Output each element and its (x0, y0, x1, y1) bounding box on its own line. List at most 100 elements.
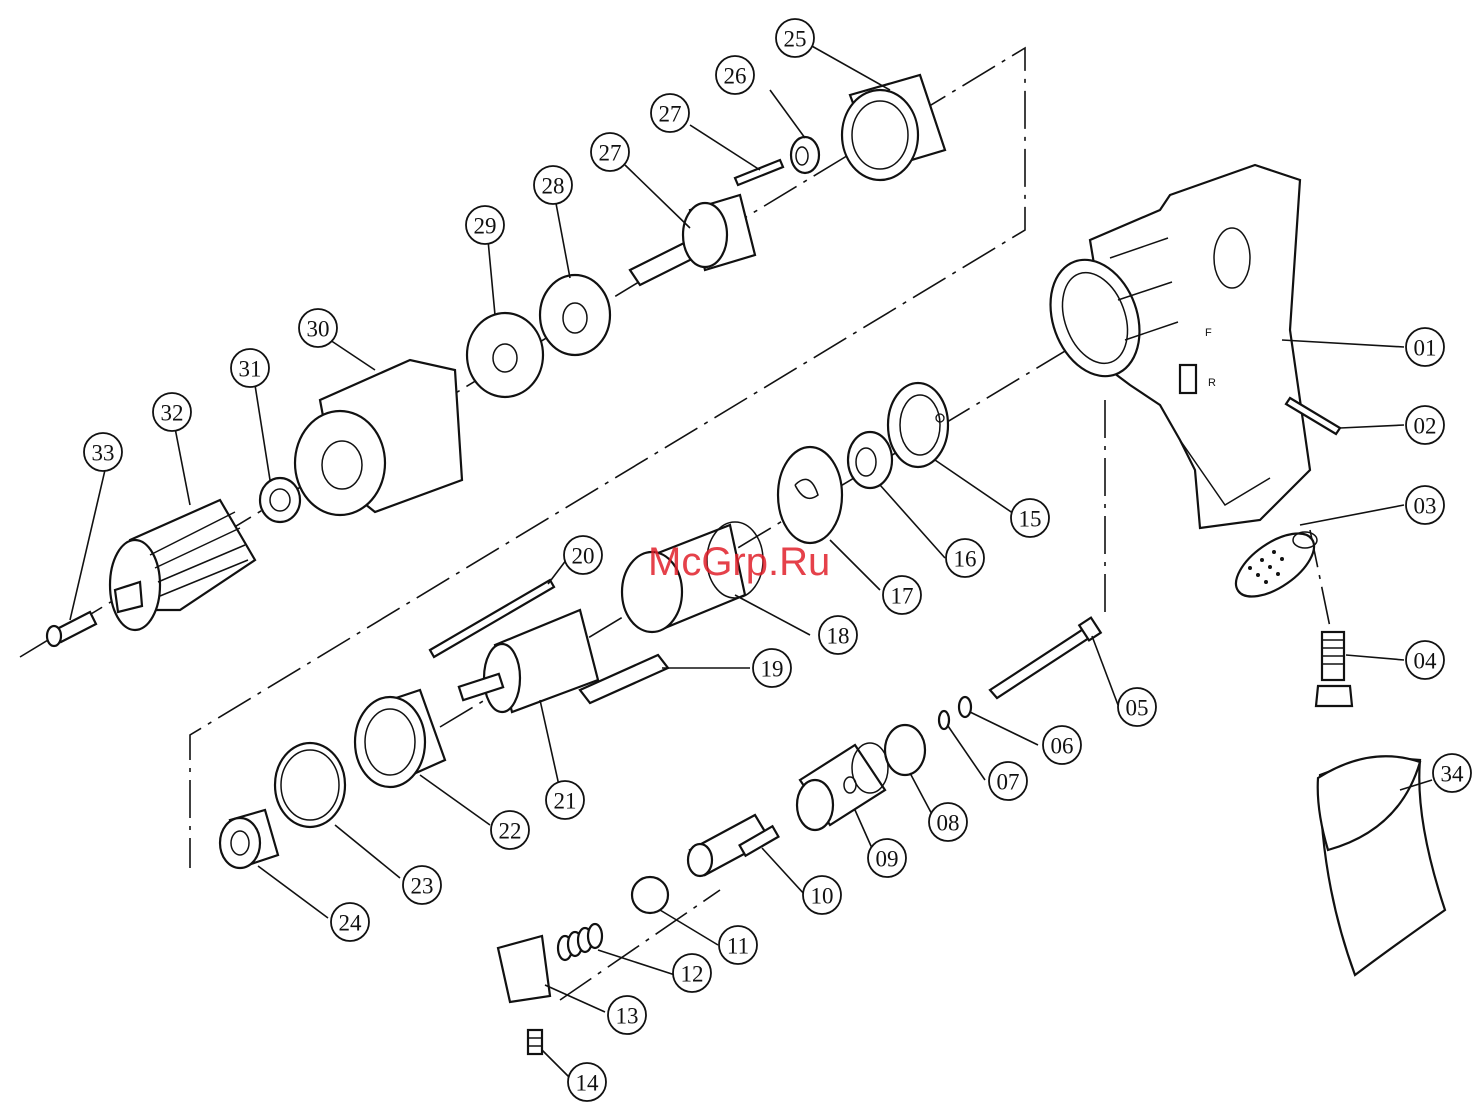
washer-31-part (260, 478, 300, 522)
callout-34: 34 (1433, 754, 1471, 792)
callout-26: 26 (716, 56, 754, 94)
exhaust-deflector-part (1226, 521, 1325, 609)
callout-number: 31 (239, 357, 262, 382)
callout-number: 26 (724, 64, 747, 89)
callout-13: 13 (608, 996, 646, 1034)
bearing-24-part (220, 810, 278, 868)
pin-27-part (735, 160, 783, 185)
callout-number: 28 (542, 174, 565, 199)
callout-number: 16 (954, 547, 977, 572)
callout-31: 31 (231, 349, 269, 387)
callout-01: 01 (1406, 328, 1444, 366)
callout-number: 23 (411, 874, 434, 899)
callout-number: 10 (811, 884, 834, 909)
reverse-bushing-part (797, 743, 888, 830)
callout-12: 12 (673, 954, 711, 992)
callout-number: 22 (499, 819, 522, 844)
callout-number: 14 (576, 1071, 600, 1096)
callout-number: 08 (937, 811, 960, 836)
spindle-27-part (630, 195, 755, 285)
callout-03: 03 (1406, 486, 1444, 524)
reverse-valve-part (688, 815, 778, 876)
callout-05: 05 (1118, 688, 1156, 726)
callout-24: 24 (331, 903, 369, 941)
callout-29: 29 (466, 206, 504, 244)
callout-25: 25 (776, 19, 814, 57)
callout-10: 10 (803, 876, 841, 914)
o-ring-07-part (939, 711, 949, 729)
trigger-pin-part (528, 1030, 542, 1054)
callout-14: 14 (568, 1063, 606, 1101)
callout-15: 15 (1011, 499, 1049, 537)
callout-08: 08 (929, 803, 967, 841)
callout-09: 09 (868, 839, 906, 877)
planet-gear-26-part (791, 137, 819, 173)
gasket-23-part (275, 743, 345, 827)
reverse-mark: R (1208, 377, 1216, 389)
trigger-part (498, 936, 550, 1002)
valve-stem-part (990, 618, 1101, 698)
callout-number: 24 (339, 911, 363, 936)
o-ring-06-part (959, 697, 971, 717)
washer-29-part (467, 313, 543, 397)
callout-23: 23 (403, 866, 441, 904)
callout-02: 02 (1406, 406, 1444, 444)
callout-22: 22 (491, 811, 529, 849)
spring-12-part (558, 924, 602, 960)
callout-28: 28 (534, 166, 572, 204)
forward-mark: F (1205, 327, 1212, 339)
callout-17: 17 (883, 576, 921, 614)
callout-number: 29 (474, 214, 497, 239)
bearing-16-part (848, 432, 892, 488)
callout-number: 33 (92, 441, 115, 466)
callout-07: 07 (989, 762, 1027, 800)
callout-30: 30 (299, 309, 337, 347)
callout-number: 34 (1441, 762, 1465, 787)
seal-disc-08-part (885, 725, 925, 775)
callout-33: 33 (84, 433, 122, 471)
callout-number: 06 (1051, 734, 1074, 759)
callout-number: 21 (554, 789, 577, 814)
housing-part: F R (1035, 165, 1310, 528)
callout-number: 20 (572, 544, 595, 569)
callout-16: 16 (946, 539, 984, 577)
callout-number: 09 (876, 847, 899, 872)
rear-plate-17-part (778, 447, 842, 543)
callout-number: 13 (616, 1004, 639, 1029)
callout-27a: 27 (651, 94, 689, 132)
watermark-text: McGrp.Ru (648, 540, 830, 584)
callout-11: 11 (719, 926, 757, 964)
callout-number: 19 (761, 657, 784, 682)
callout-number: 01 (1414, 336, 1437, 361)
air-inlet-fitting-part (1316, 632, 1352, 706)
callout-number: 27 (599, 141, 622, 166)
nose-housing-30-part (295, 360, 462, 515)
callout-32: 32 (153, 393, 191, 431)
callout-number: 30 (307, 317, 330, 342)
callout-19: 19 (753, 649, 791, 687)
ring-gear-25-part (842, 75, 945, 180)
callout-number: 11 (727, 934, 749, 959)
callout-number: 25 (784, 27, 807, 52)
callout-number: 15 (1019, 507, 1042, 532)
callout-27b: 27 (591, 133, 629, 171)
callout-number: 05 (1126, 696, 1149, 721)
callout-06: 06 (1043, 726, 1081, 764)
chuck-screw-part (47, 612, 96, 646)
callout-number: 12 (681, 962, 704, 987)
callout-number: 27 (659, 102, 682, 127)
bearing-28-part (540, 275, 610, 355)
callout-04: 04 (1406, 641, 1444, 679)
end-plate-15-part (888, 383, 948, 467)
callout-number: 07 (997, 770, 1020, 795)
callout-number: 32 (161, 401, 184, 426)
handle-grip-part (1318, 756, 1445, 975)
callout-18: 18 (819, 616, 857, 654)
callout-number: 03 (1414, 494, 1437, 519)
callout-number: 02 (1414, 414, 1437, 439)
ring-22-part (355, 690, 445, 787)
disc-11-part (632, 877, 668, 913)
drill-chuck-part (110, 500, 255, 630)
callout-number: 18 (827, 624, 850, 649)
